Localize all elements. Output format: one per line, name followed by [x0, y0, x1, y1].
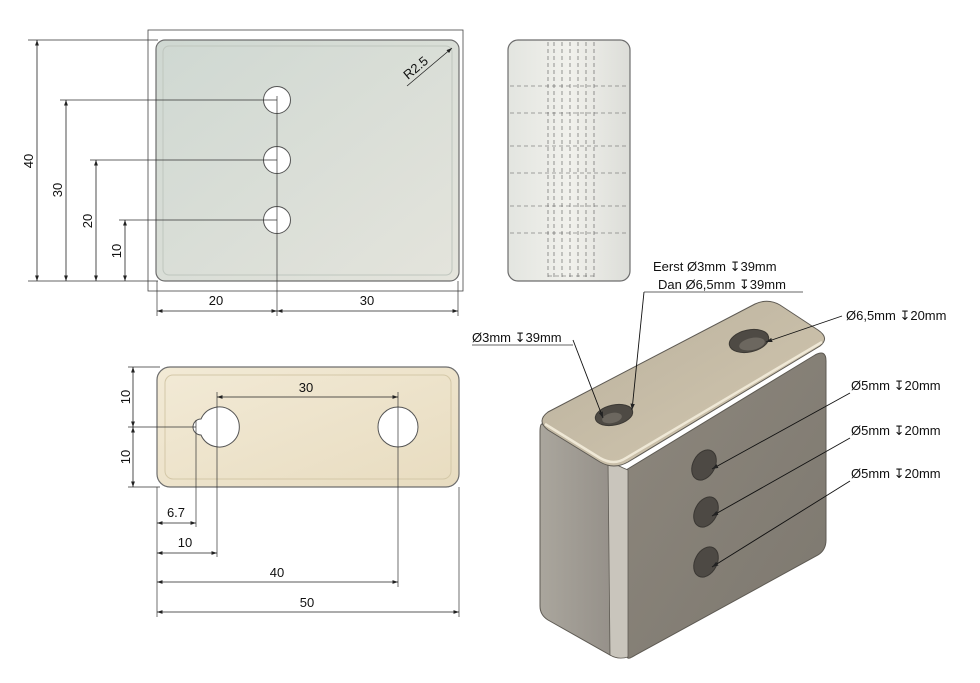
- leader-side-hole-1: [711, 392, 851, 470]
- dim-hole-low: 10: [109, 244, 124, 258]
- dim-overall-width: 50: [300, 595, 314, 610]
- callout-side-hole-2: Ø5mm ↧20mm: [851, 423, 941, 438]
- side-view-body: [507, 39, 631, 282]
- leader-thru-small: [572, 339, 604, 419]
- dim-second-hole: 40: [270, 565, 284, 580]
- dim-left-to-holes: 20: [209, 293, 223, 308]
- dim-hole-top: 30: [50, 183, 65, 197]
- front-view-frame: [147, 29, 464, 292]
- callout-stepped-line2: Dan Ø6,5mm ↧39mm: [658, 277, 786, 292]
- iso-left-face: [539, 423, 611, 656]
- dim-hole-mid: 20: [80, 214, 95, 228]
- iso-front-hole-3: [693, 546, 719, 578]
- dim-first-hole: 10: [178, 535, 192, 550]
- leader-side-hole-3: [711, 480, 851, 568]
- dim-holes-to-right: 30: [360, 293, 374, 308]
- dim-overall-height: 40: [21, 154, 36, 168]
- callout-side-hole-3: Ø5mm ↧20mm: [851, 466, 941, 481]
- callout-stepped-line1: Eerst Ø3mm ↧39mm: [653, 259, 777, 274]
- iso-front-hole-2: [693, 496, 719, 528]
- dim-slot-offset: 6.7: [167, 505, 185, 520]
- iso-top-hole-large-inner: [739, 337, 765, 351]
- top-keyhole-slot: [192, 406, 240, 448]
- top-view: 10 10 30 6.7 10 40 50: [118, 366, 460, 617]
- leader-side-hole-2: [711, 437, 851, 517]
- side-view: [507, 39, 631, 282]
- radius-leader: [406, 47, 453, 87]
- leader-stepped-hole: [630, 291, 645, 411]
- dim-hole-spacing: 30: [299, 380, 313, 395]
- iso-front-hole-1: [691, 449, 717, 481]
- dim-upper-half: 10: [118, 390, 133, 404]
- iso-top-hole-stepped-inner: [602, 412, 622, 424]
- callout-side-hole-1: Ø5mm ↧20mm: [851, 378, 941, 393]
- iso-view: Eerst Ø3mm ↧39mm Dan Ø6,5mm ↧39mm Ø3mm ↧…: [472, 259, 946, 659]
- iso-top-edge-highlight: [544, 340, 823, 464]
- iso-rounded-edge: [607, 459, 629, 659]
- callout-thru-small: Ø3mm ↧39mm: [472, 330, 562, 345]
- callout-top-large: Ø6,5mm ↧20mm: [846, 308, 946, 323]
- front-view: 40 30 20 10 20 30 R2.5: [21, 29, 464, 316]
- front-view-fillet-edge: [162, 45, 453, 276]
- leader-top-large: [765, 315, 843, 343]
- side-hidden-lines: [510, 42, 628, 278]
- dim-lower-half: 10: [118, 450, 133, 464]
